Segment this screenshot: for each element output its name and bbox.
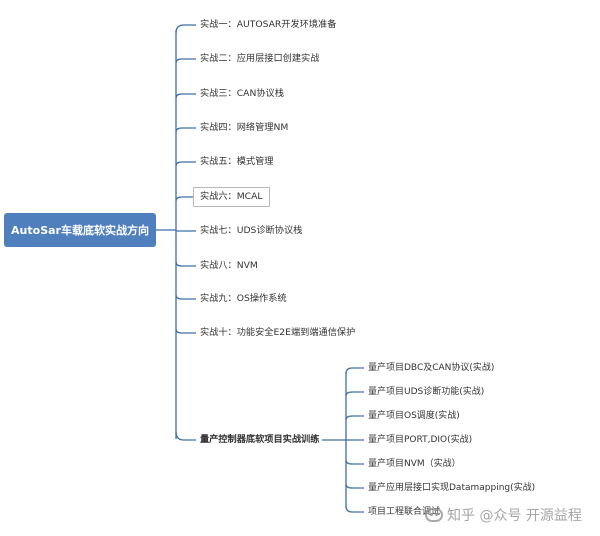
branch-label: 实战九：OS操作系统 bbox=[200, 293, 287, 304]
connector-sub-3 bbox=[345, 415, 364, 421]
training-child-7[interactable]: 项目工程联合调试 bbox=[368, 506, 440, 518]
branch-node-1[interactable]: 实战一：AUTOSAR开发环境准备 bbox=[200, 19, 336, 31]
branch-node-7[interactable]: 实战七：UDS诊断协议栈 bbox=[200, 225, 302, 237]
branch-label: 实战三：CAN协议栈 bbox=[200, 88, 284, 99]
branch-label: 实战七：UDS诊断协议栈 bbox=[200, 225, 303, 236]
training-label: 量产控制器底软项目实战训练 bbox=[200, 434, 320, 445]
branch-node-9[interactable]: 实战九：OS操作系统 bbox=[200, 293, 287, 305]
watermark: 知乎 @众号 开源益程 bbox=[425, 502, 597, 528]
training-child-label: 量产应用层接口实现Datamapping(实战) bbox=[368, 483, 536, 493]
training-child-label: 量产项目UDS诊断功能(实战) bbox=[368, 387, 485, 397]
connector-sub-1 bbox=[345, 367, 364, 375]
connector-branch-training bbox=[175, 431, 196, 441]
training-child-1[interactable]: 量产项目DBC及CAN协议(实战) bbox=[368, 362, 494, 374]
branch-label: 实战四：网络管理NM bbox=[200, 122, 289, 133]
branch-label: 实战五：模式管理 bbox=[200, 156, 274, 167]
connector-branch-8 bbox=[175, 261, 196, 267]
training-child-6[interactable]: 量产应用层接口实现Datamapping(实战) bbox=[368, 482, 535, 494]
training-child-5[interactable]: 量产项目NVM（实战） bbox=[368, 458, 461, 470]
branch-label: 实战二：应用层接口创建实战 bbox=[200, 53, 320, 64]
branch-label: 实战八：NVM bbox=[200, 260, 258, 271]
root-label: AutoSar车载底软实战方向 bbox=[11, 224, 149, 237]
connector-branch-5 bbox=[175, 161, 196, 167]
connector-branch-4 bbox=[175, 127, 196, 133]
connector-sub-6 bbox=[345, 483, 364, 489]
training-child-label: 量产项目DBC及CAN协议(实战) bbox=[368, 363, 495, 373]
branch-label: 实战十：功能安全E2E端到端通信保护 bbox=[200, 327, 356, 338]
training-child-label: 量产项目PORT,DIO(实战) bbox=[368, 435, 473, 445]
branch-node-8[interactable]: 实战八：NVM bbox=[200, 260, 258, 272]
training-child-label: 量产项目OS调度(实战) bbox=[368, 411, 460, 421]
branch-node-10[interactable]: 实战十：功能安全E2E端到端通信保护 bbox=[200, 327, 355, 339]
branch-label: 实战一：AUTOSAR开发环境准备 bbox=[200, 19, 337, 30]
branch-node-4[interactable]: 实战四：网络管理NM bbox=[200, 122, 288, 134]
training-node[interactable]: 量产控制器底软项目实战训练 bbox=[200, 434, 319, 446]
branch-node-5[interactable]: 实战五：模式管理 bbox=[200, 156, 274, 168]
training-child-3[interactable]: 量产项目OS调度(实战) bbox=[368, 410, 460, 422]
training-child-label: 项目工程联合调试 bbox=[368, 507, 441, 517]
connector-branch-2 bbox=[175, 58, 196, 64]
connector-sub-5 bbox=[345, 459, 364, 465]
root-node[interactable]: AutoSar车载底软实战方向 bbox=[4, 213, 156, 247]
training-child-4[interactable]: 量产项目PORT,DIO(实战) bbox=[368, 434, 472, 446]
branch-label: 实战六：MCAL bbox=[200, 191, 263, 202]
branch-node-6[interactable]: 实战六：MCAL bbox=[193, 187, 270, 207]
connector-sub-7 bbox=[345, 505, 364, 513]
training-child-2[interactable]: 量产项目UDS诊断功能(实战) bbox=[368, 386, 484, 398]
chat-bubble-icon bbox=[425, 508, 443, 522]
connector-branch-10 bbox=[175, 328, 196, 334]
connector-branch-3 bbox=[175, 93, 196, 99]
connector-branch-6 bbox=[175, 196, 193, 202]
connector-branch-1 bbox=[175, 24, 196, 34]
training-child-label: 量产项目NVM（实战） bbox=[368, 459, 461, 469]
watermark-text: 知乎 @众号 开源益程 bbox=[447, 508, 582, 524]
connector-sub-2 bbox=[345, 391, 364, 397]
branch-node-3[interactable]: 实战三：CAN协议栈 bbox=[200, 88, 284, 100]
branch-node-2[interactable]: 实战二：应用层接口创建实战 bbox=[200, 53, 319, 65]
connector-branch-9 bbox=[175, 294, 196, 300]
